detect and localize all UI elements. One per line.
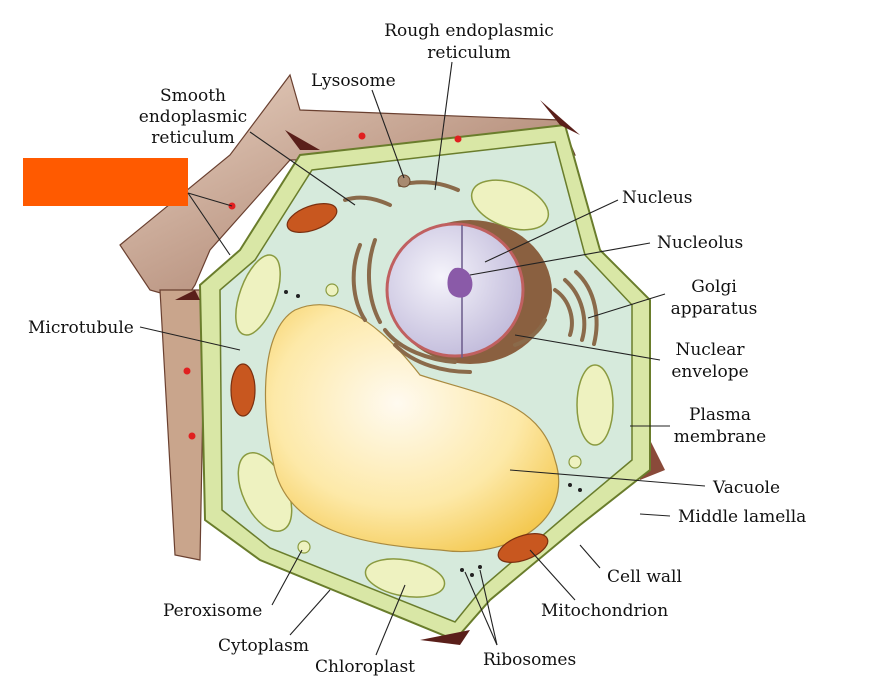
label-rough-er: Rough endoplasmic	[384, 21, 554, 41]
label-microtubule: Microtubule	[28, 318, 134, 338]
label-golgi: Golgi	[691, 277, 737, 297]
label-nuclear-envelope: Nuclear	[675, 340, 745, 360]
nucleolus	[447, 267, 473, 298]
labels: Rough endoplasmic reticulum Lysosome Smo…	[28, 21, 806, 677]
endoplasmic-reticulum	[343, 180, 547, 374]
label-mitochondrion: Mitochondrion	[541, 601, 668, 621]
label-smooth-er: endoplasmic	[139, 107, 247, 127]
label-smooth-er: Smooth	[160, 86, 226, 106]
peroxisomes	[297, 283, 582, 554]
label-vacuole: Vacuole	[712, 478, 780, 498]
label-golgi: apparatus	[671, 299, 758, 319]
label-nuclear-envelope: envelope	[671, 362, 748, 382]
label-chloroplast: Chloroplast	[315, 657, 415, 677]
nucleus	[385, 220, 552, 364]
golgi-apparatus	[553, 270, 599, 346]
label-lysosome: Lysosome	[311, 71, 396, 91]
ribosomes	[284, 290, 582, 577]
label-cytoplasm: Cytoplasm	[218, 636, 309, 656]
label-peroxisome: Peroxisome	[163, 601, 262, 621]
label-nucleus: Nucleus	[622, 188, 693, 208]
red-dots	[183, 132, 462, 440]
leader-lines	[139, 61, 706, 656]
redaction-box	[23, 158, 188, 206]
label-smooth-er: reticulum	[151, 128, 234, 148]
label-plasma-membrane: Plasma	[689, 405, 751, 425]
lysosome	[397, 174, 411, 188]
label-cell-wall: Cell wall	[607, 567, 682, 587]
label-plasma-membrane: membrane	[674, 427, 766, 447]
label-rough-er: reticulum	[427, 43, 510, 63]
label-nucleolus: Nucleolus	[657, 233, 743, 253]
label-ribosomes: Ribosomes	[483, 650, 576, 670]
middle-lamella-corners	[175, 100, 580, 645]
label-middle-lamella: Middle lamella	[678, 507, 806, 527]
